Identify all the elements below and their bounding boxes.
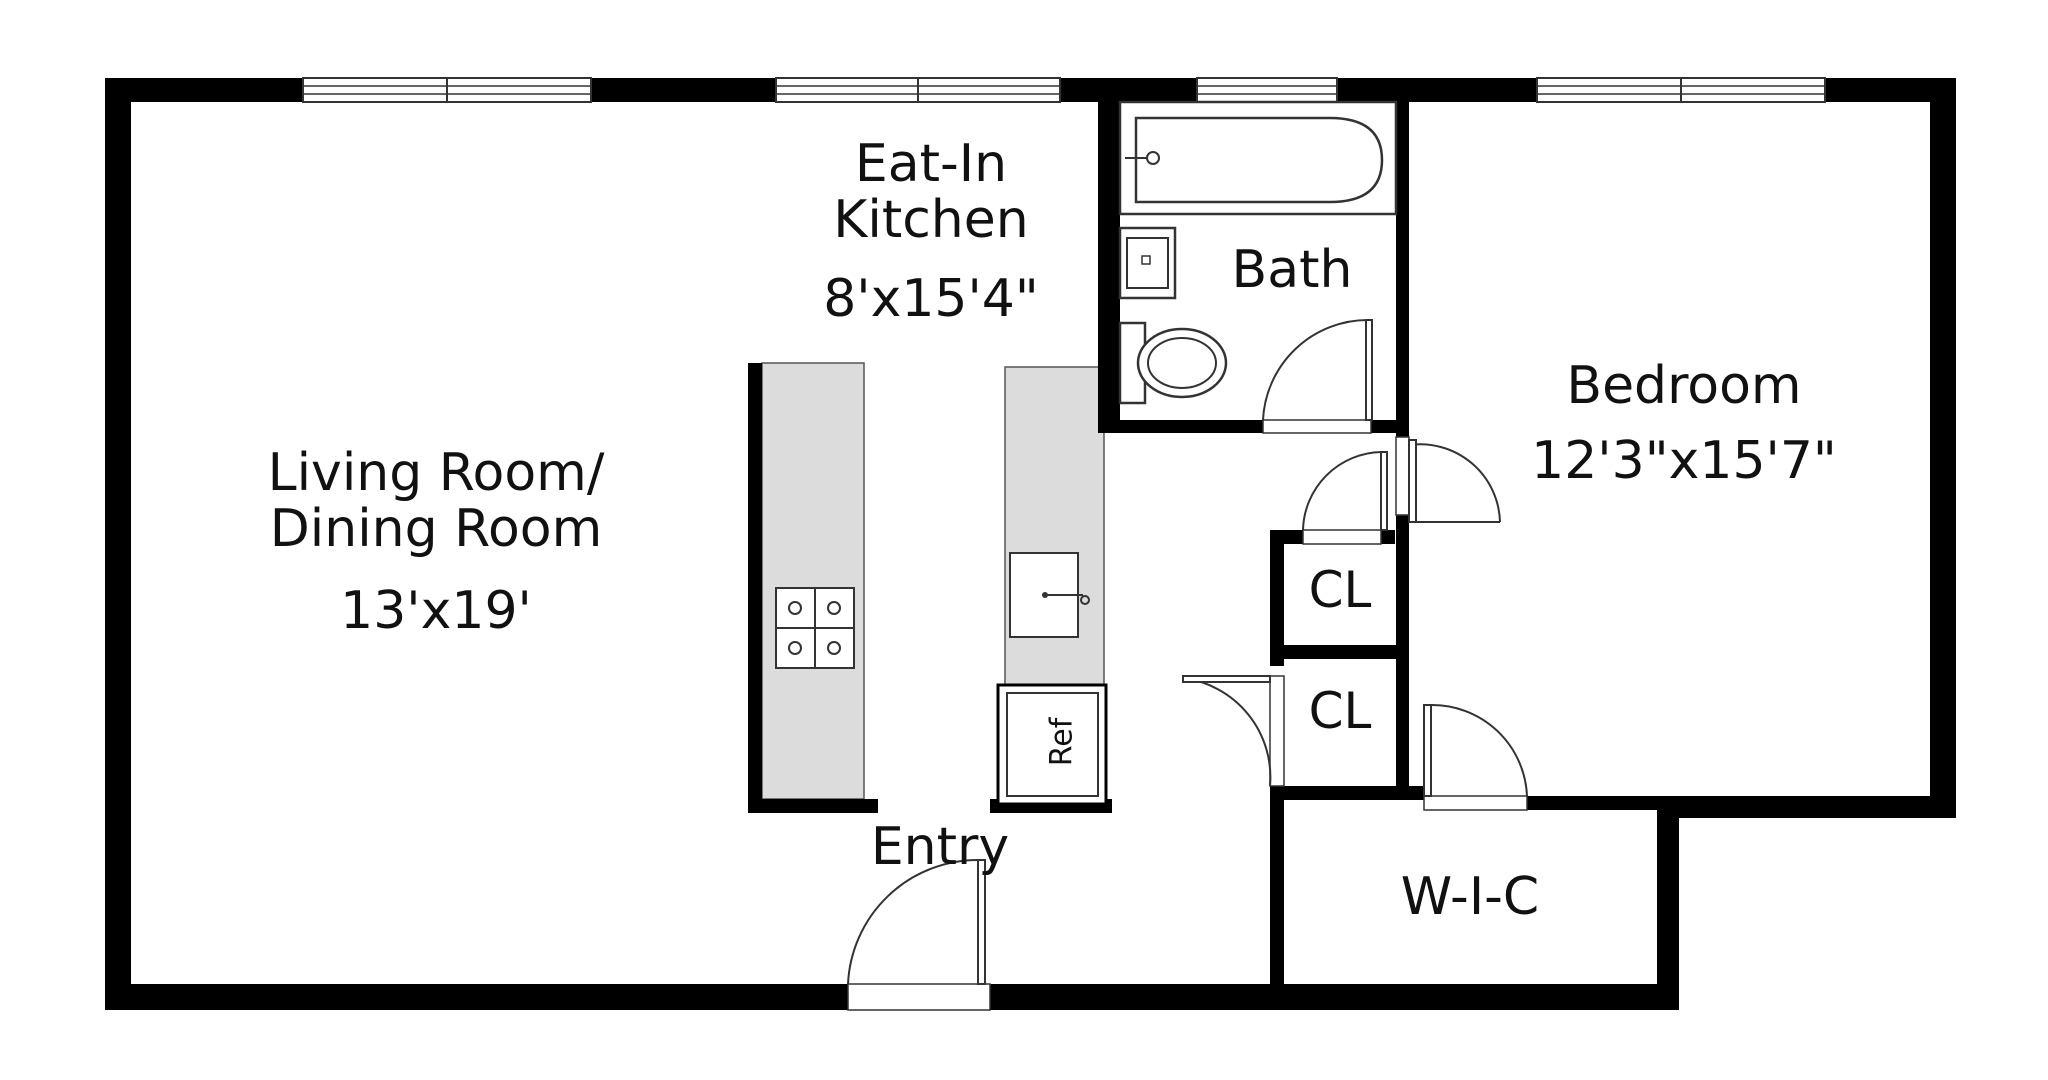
bath-name: Bath xyxy=(1232,240,1353,300)
refrigerator: Ref xyxy=(996,683,1108,806)
window-living xyxy=(302,77,592,103)
closet-upper-name: CL xyxy=(1309,561,1372,619)
living-room-name-line2: Dining Room xyxy=(270,499,602,559)
bathtub xyxy=(1118,100,1398,216)
kitchen-size: 8'x15'4" xyxy=(823,269,1039,329)
kitchen-island-counter xyxy=(761,362,865,800)
closet-lower-door[interactable] xyxy=(1182,675,1285,787)
bedroom-name: Bedroom xyxy=(1566,356,1801,416)
living-room-size: 13'x19' xyxy=(340,581,532,641)
window-bedroom xyxy=(1536,77,1826,103)
entry-door[interactable] xyxy=(847,858,991,1011)
kitchen-name-line2: Kitchen xyxy=(833,190,1028,250)
window-bath xyxy=(1196,77,1338,103)
closet-lower-name: CL xyxy=(1309,682,1372,740)
window-kitchen xyxy=(775,77,1061,103)
living-room-name-line1: Living Room/ xyxy=(268,443,605,503)
walk-in-closet-name: W-I-C xyxy=(1401,867,1539,927)
entry-name: Entry xyxy=(871,817,1009,877)
kitchen-name-line1: Eat-In xyxy=(855,134,1007,194)
toilet xyxy=(1118,321,1228,405)
bathroom-sink xyxy=(1118,226,1177,300)
refrigerator-label: Ref xyxy=(1045,716,1080,766)
kitchen-sink xyxy=(1009,552,1090,638)
bedroom-door[interactable] xyxy=(1395,436,1501,523)
bedroom-size: 12'3"x15'7" xyxy=(1531,431,1837,491)
walk-in-closet-door[interactable] xyxy=(1423,703,1528,811)
closet-upper-door[interactable] xyxy=(1302,451,1388,545)
bathroom-door[interactable] xyxy=(1262,318,1373,434)
stove xyxy=(775,587,855,669)
